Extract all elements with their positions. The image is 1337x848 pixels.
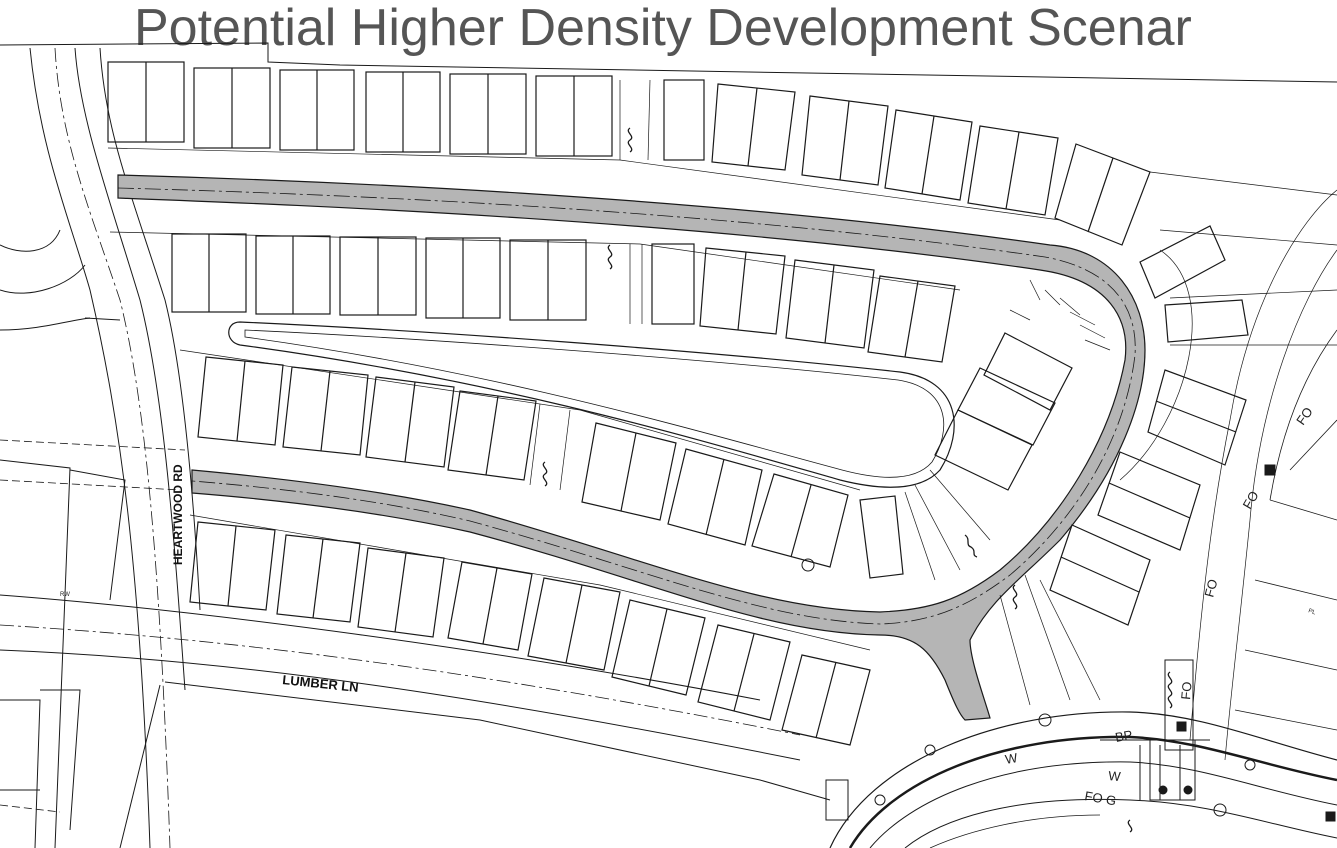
proposed-lots bbox=[107, 61, 1249, 746]
fo-label-1: FO bbox=[1293, 404, 1316, 427]
rw-label: RW bbox=[60, 592, 70, 598]
central-island bbox=[228, 321, 955, 488]
fo-g-label: FO G bbox=[1083, 788, 1117, 808]
utility-symbols bbox=[801, 464, 1336, 822]
w-label-1: W bbox=[1004, 750, 1019, 767]
lumber-ln-label: LUMBER LN bbox=[282, 672, 360, 695]
heartwood-road-lines bbox=[0, 47, 201, 848]
property-boundary bbox=[0, 42, 1337, 83]
bp-label: BP bbox=[1114, 727, 1134, 745]
main-road bbox=[117, 174, 1146, 721]
pl-label: PL bbox=[1307, 608, 1317, 616]
fo-label-2: FO bbox=[1240, 488, 1262, 511]
w-label-2: W bbox=[1108, 768, 1122, 784]
left-existing-lots bbox=[0, 317, 126, 848]
lumber-lane-lines bbox=[0, 594, 831, 848]
page-title: Potential Higher Density Development Sce… bbox=[134, 0, 1192, 57]
right-existing-lots bbox=[1234, 329, 1337, 731]
fo-label-3: FO bbox=[1201, 577, 1220, 598]
heartwood-rd-label: HEARTWOOD RD bbox=[171, 464, 185, 565]
fo-label-4: FO bbox=[1178, 681, 1195, 700]
curved-road-bottom-right bbox=[829, 711, 1337, 848]
parcel-lines bbox=[107, 79, 1337, 761]
